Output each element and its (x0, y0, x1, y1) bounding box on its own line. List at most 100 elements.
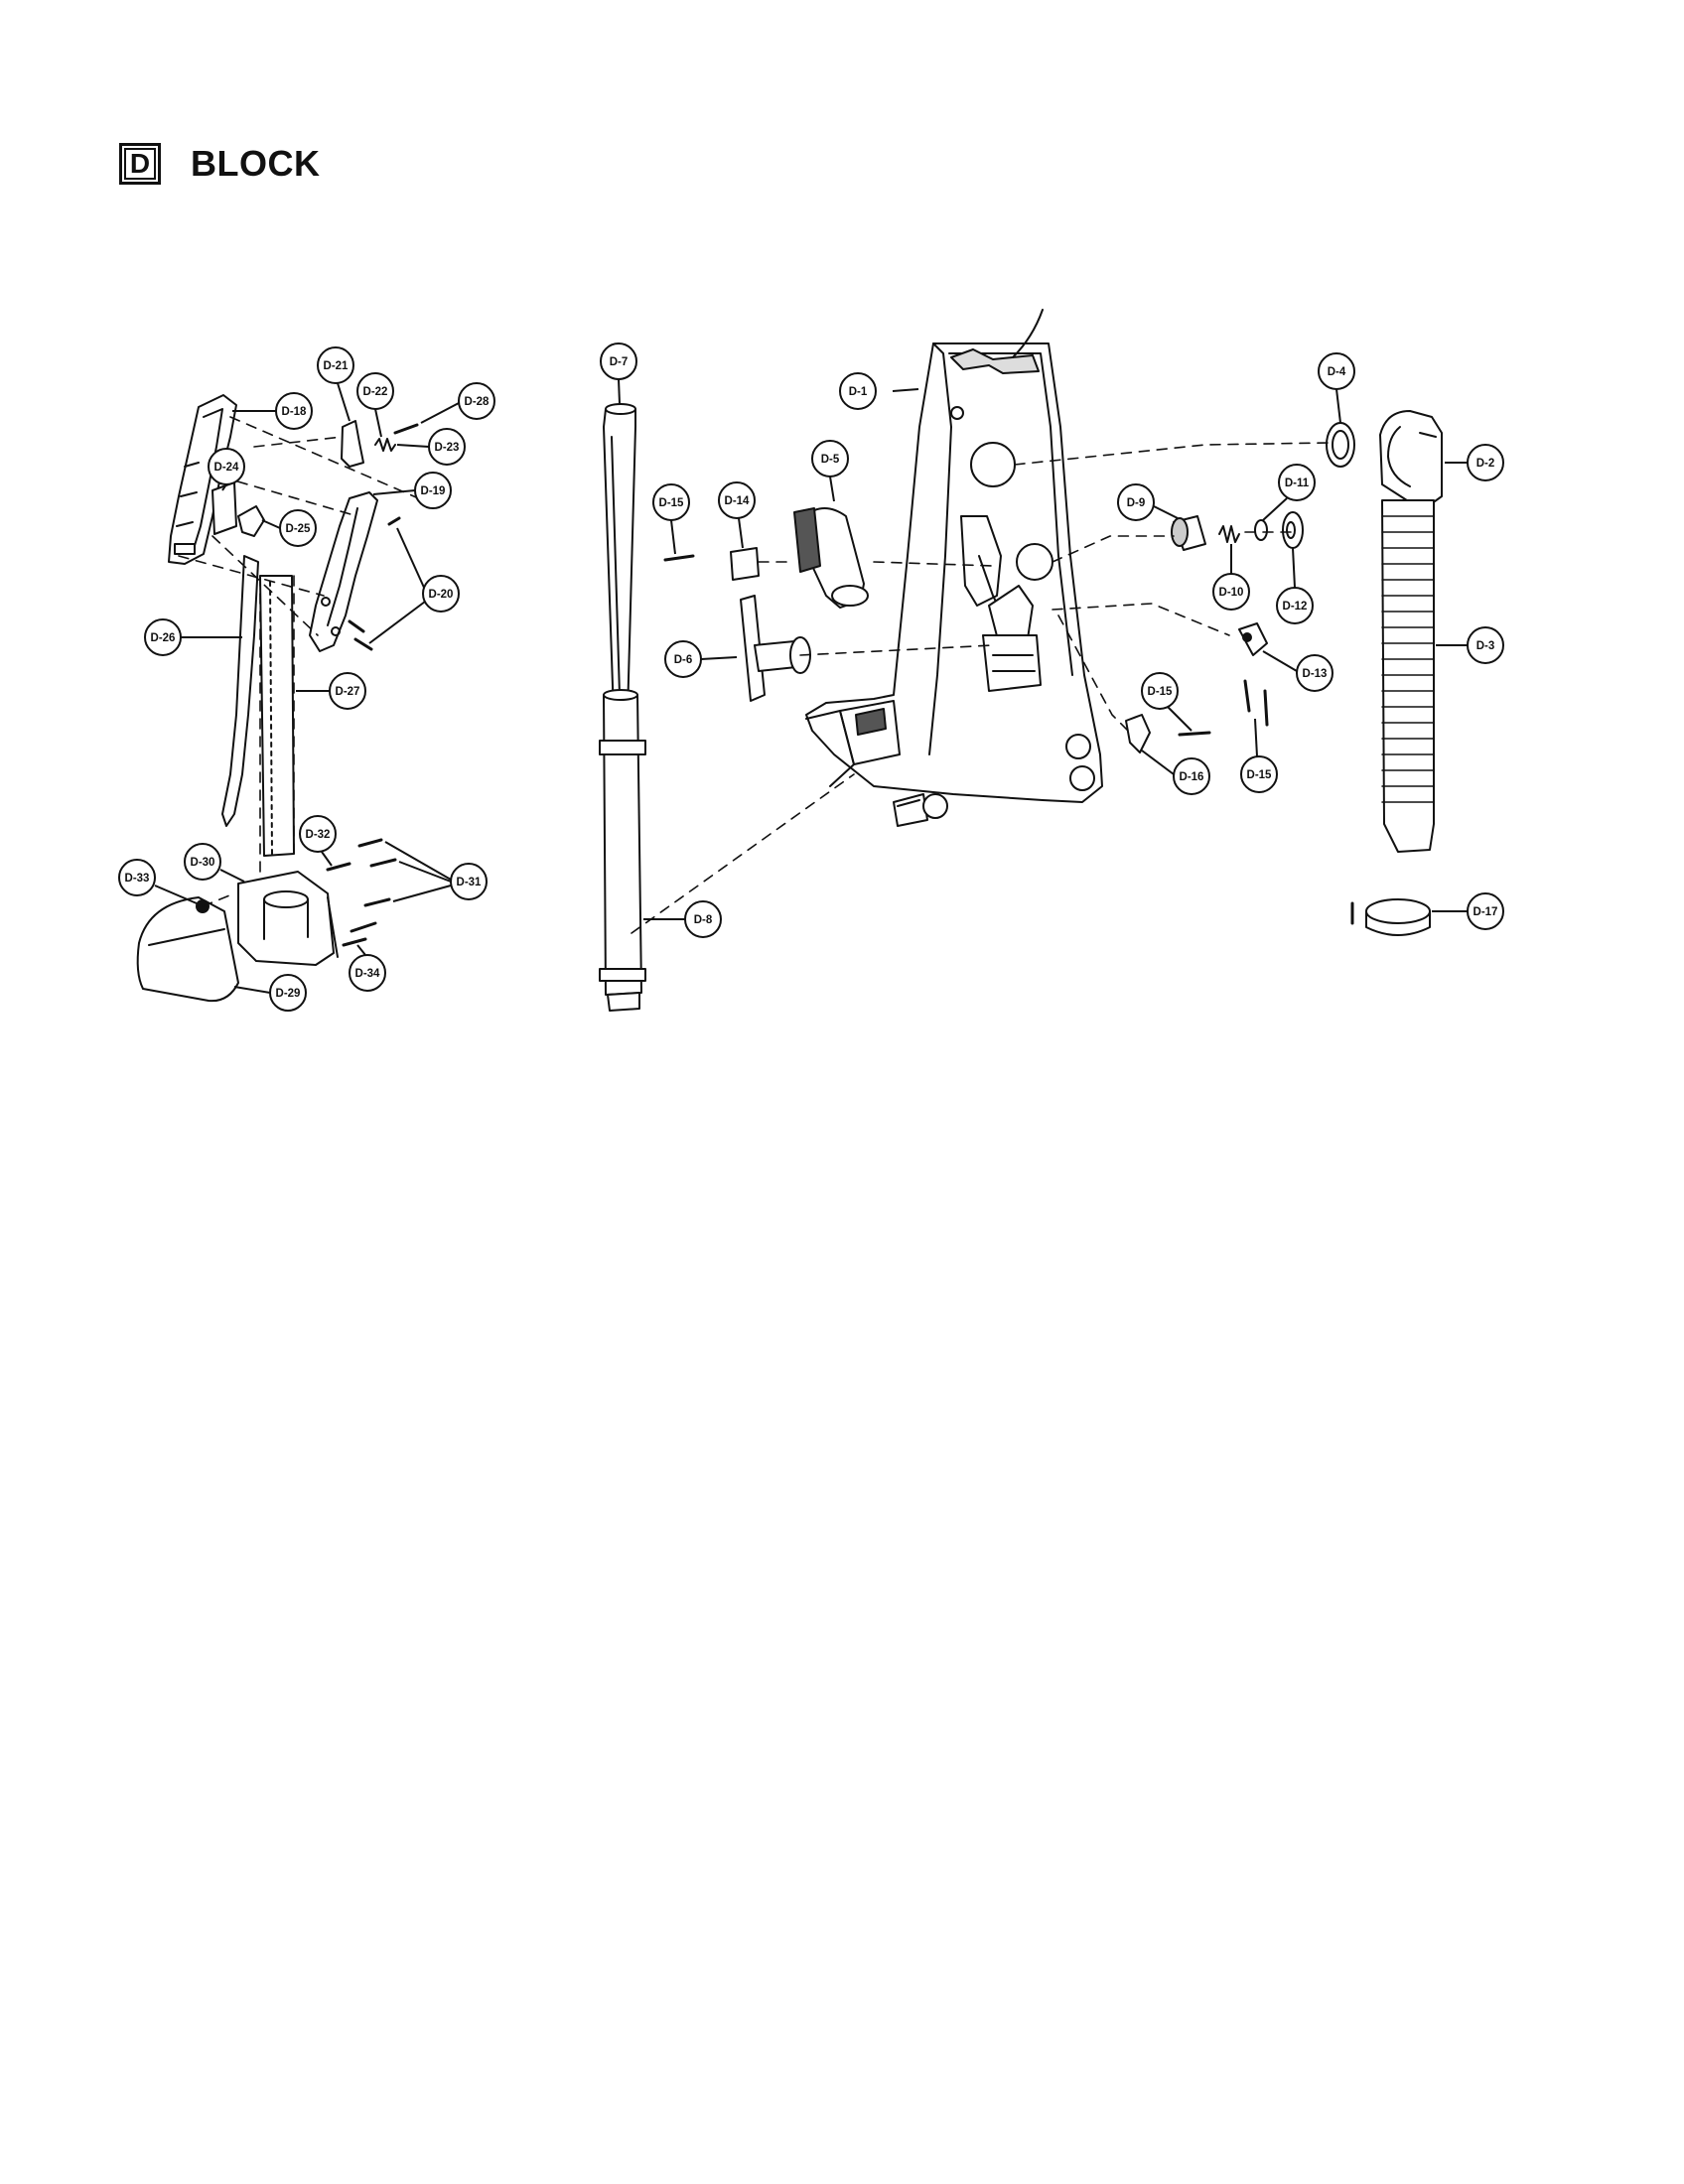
svg-text:D-2: D-2 (1476, 458, 1495, 470)
cover-d29 (136, 896, 239, 1003)
callout-d21: D-21 (317, 346, 354, 422)
callout-d34: D-34 (349, 944, 386, 992)
lever-d16 (1125, 714, 1151, 753)
svg-text:D-32: D-32 (306, 829, 331, 841)
callout-d2: D-2 (1445, 444, 1504, 481)
svg-text:D-6: D-6 (674, 654, 693, 666)
callout-d14: D-14 (718, 481, 756, 549)
svg-text:D-26: D-26 (151, 632, 176, 644)
svg-text:D-16: D-16 (1180, 771, 1204, 783)
svg-text:D-20: D-20 (429, 589, 454, 601)
svg-text:D-23: D-23 (435, 442, 460, 454)
callout-d23: D-23 (396, 428, 466, 466)
handle-half-d19 (309, 491, 378, 652)
callout-d18: D-18 (232, 392, 313, 430)
svg-text:D-8: D-8 (694, 914, 713, 926)
clip-d25 (237, 505, 265, 537)
svg-text:D-15: D-15 (1247, 769, 1273, 781)
screws-d15-right (1243, 679, 1269, 727)
svg-text:D-33: D-33 (125, 873, 150, 885)
svg-text:D-10: D-10 (1219, 587, 1244, 599)
svg-text:D-11: D-11 (1285, 478, 1310, 489)
callout-d27: D-27 (296, 672, 366, 710)
svg-text:D-14: D-14 (725, 495, 751, 507)
spring-d22 (374, 438, 396, 452)
screw-d28 (393, 423, 419, 435)
screw-d32 (326, 862, 351, 872)
callout-d31: D-31 (384, 841, 488, 902)
callout-d10: D-10 (1212, 544, 1250, 611)
svg-text:D-13: D-13 (1303, 668, 1328, 680)
hose-holder-d30 (237, 871, 339, 966)
svg-text:D-17: D-17 (1474, 906, 1498, 918)
svg-text:D-28: D-28 (465, 396, 491, 408)
latch-d13 (1238, 622, 1268, 656)
wand-d8 (599, 689, 646, 1012)
callout-d5: D-5 (811, 440, 849, 502)
svg-text:D-5: D-5 (821, 454, 840, 466)
callout-d20: D-20 (368, 527, 460, 644)
svg-text:D-22: D-22 (363, 386, 388, 398)
svg-text:D-24: D-24 (214, 462, 240, 474)
callout-d15-left: D-15 (652, 483, 690, 555)
switch-d21 (341, 420, 364, 468)
callout-d28: D-28 (420, 382, 495, 424)
svg-text:D-34: D-34 (355, 968, 381, 980)
callout-d17: D-17 (1432, 892, 1504, 930)
svg-text:D-12: D-12 (1283, 601, 1308, 613)
svg-text:D-19: D-19 (421, 485, 446, 497)
callout-d13: D-13 (1262, 650, 1333, 692)
callout-d7: D-7 (600, 342, 637, 405)
callout-d25: D-25 (261, 509, 317, 547)
callout-d15-mid: D-15 (1141, 672, 1193, 732)
block-header: D BLOCK (119, 139, 321, 189)
svg-text:D-4: D-4 (1328, 366, 1346, 378)
crevice-tool-d7 (603, 403, 636, 736)
callout-d8: D-8 (643, 900, 722, 938)
callout-d4: D-4 (1318, 352, 1355, 424)
screws-d31 (350, 838, 397, 933)
spring-d10 (1218, 525, 1240, 543)
band-d17 (1350, 898, 1431, 936)
valve-d9 (1171, 515, 1206, 551)
cap-d11 (1254, 519, 1268, 541)
handle-tube-d27 (259, 575, 295, 857)
callout-d33: D-33 (118, 859, 198, 904)
svg-text:D-15: D-15 (659, 497, 685, 509)
callout-d19: D-19 (372, 472, 452, 509)
svg-text:D-31: D-31 (457, 877, 483, 888)
svg-text:D-1: D-1 (849, 386, 868, 398)
block-title: BLOCK (191, 143, 321, 184)
callout-d12: D-12 (1276, 547, 1314, 624)
callout-d15-right: D-15 (1240, 718, 1278, 793)
callout-d3: D-3 (1436, 626, 1504, 664)
knob-d12 (1282, 511, 1304, 549)
callout-d32: D-32 (299, 815, 337, 867)
callout-d24: D-24 (208, 448, 245, 491)
svg-text:D-15: D-15 (1148, 686, 1174, 698)
ring-d4 (1326, 422, 1355, 468)
svg-text:D-25: D-25 (286, 523, 312, 535)
callout-d6: D-6 (664, 640, 738, 678)
screw-d15-mid (1178, 731, 1211, 737)
cleaner-body-d1 (805, 309, 1103, 827)
svg-text:D-30: D-30 (191, 857, 215, 869)
cord-hook-d26 (221, 555, 259, 827)
svg-text:D-3: D-3 (1476, 640, 1495, 652)
hose-d3 (1381, 499, 1435, 853)
callout-d29: D-29 (233, 974, 307, 1012)
screw-d15-left (663, 554, 695, 562)
svg-text:D-27: D-27 (336, 686, 360, 698)
hose-cuff-d2 (1379, 410, 1443, 507)
tool-clip-d14 (730, 547, 760, 581)
dusting-brush-d5 (793, 507, 869, 609)
callout-d26: D-26 (144, 618, 242, 656)
screw-d34 (342, 937, 367, 947)
callout-d9: D-9 (1117, 483, 1179, 521)
block-letter: D (129, 148, 151, 179)
grip-insert-d24 (211, 481, 237, 535)
svg-text:D-29: D-29 (276, 988, 301, 1000)
callout-d16: D-16 (1141, 750, 1210, 795)
svg-text:D-21: D-21 (324, 360, 350, 372)
